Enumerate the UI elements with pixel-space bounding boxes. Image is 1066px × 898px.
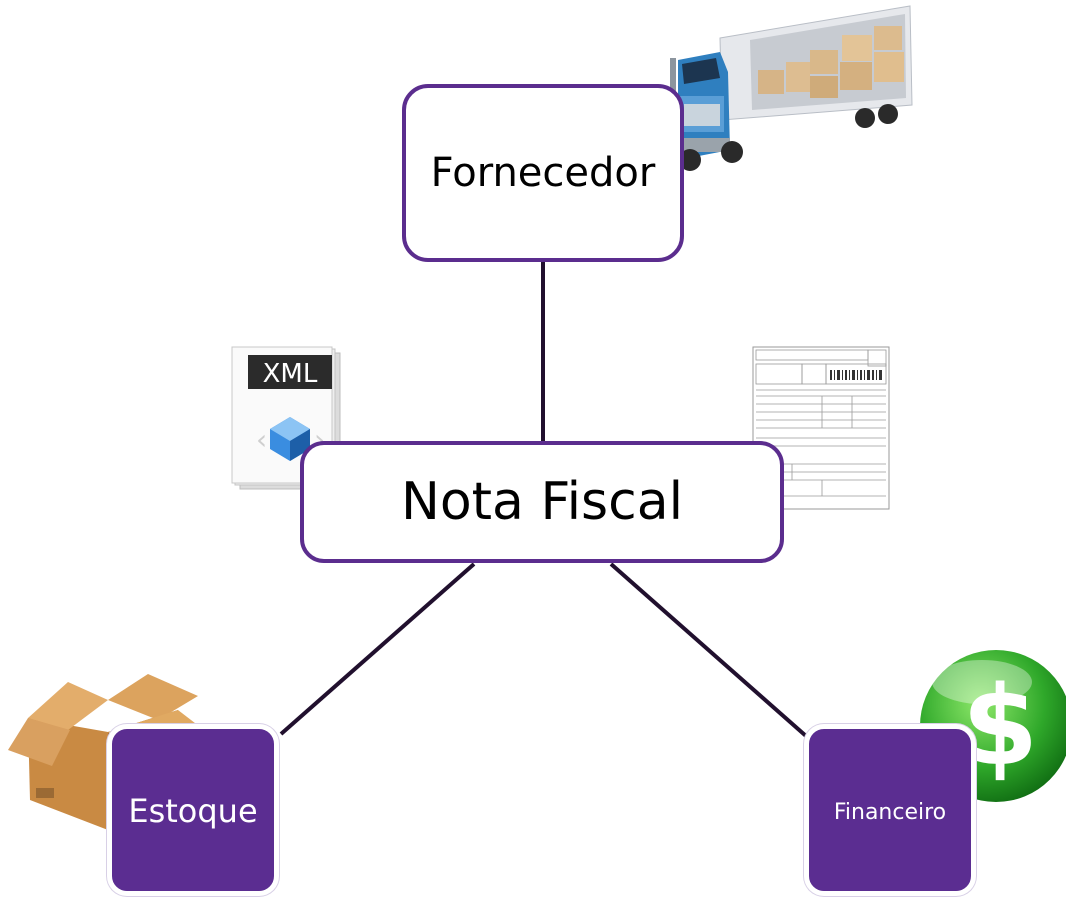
xml-badge-text: XML	[263, 359, 318, 389]
node-estoque: Estoque	[107, 724, 279, 896]
node-nota-fiscal-label: Nota Fiscal	[400, 472, 684, 532]
connector-nota-financeiro	[609, 562, 808, 738]
connector-nota-estoque	[279, 562, 476, 736]
node-financeiro-label: Financeiro	[833, 799, 947, 825]
node-financeiro: Financeiro	[804, 724, 976, 896]
node-estoque-label: Estoque	[128, 792, 258, 830]
svg-text:‹: ‹	[256, 423, 267, 456]
node-nota-fiscal: Nota Fiscal	[300, 441, 784, 563]
node-fornecedor-label: Fornecedor	[430, 150, 656, 196]
svg-text:›: ›	[314, 423, 325, 456]
xml-file-icon: XML ‹ ›	[231, 346, 341, 490]
truck-icon	[670, 5, 913, 171]
node-fornecedor: Fornecedor	[402, 84, 684, 262]
